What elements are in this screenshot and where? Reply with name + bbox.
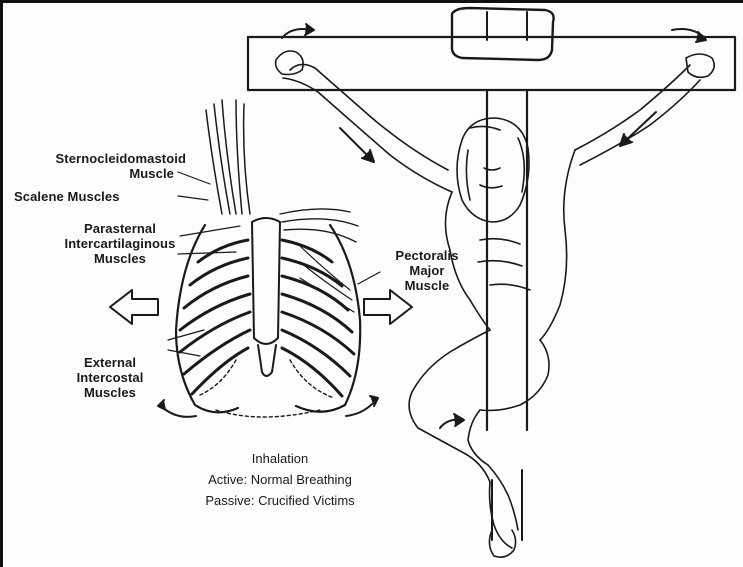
expansion-arrows — [110, 290, 412, 324]
caption-passive: Passive: Crucified Victims — [160, 490, 400, 511]
label-sternocleidomastoid-line1: Sternocleidomastoid — [6, 151, 186, 166]
figure-motion-arrows — [282, 24, 706, 428]
caption-active: Active: Normal Breathing — [160, 469, 400, 490]
caption-title: Inhalation — [160, 448, 400, 469]
label-external-line2: Intercostal — [50, 370, 170, 385]
label-sternocleidomastoid: Sternocleidomastoid Muscle — [6, 151, 186, 181]
label-pectoralis-line2: Major — [372, 263, 482, 278]
label-pectoralis-line1: Pectoralis — [372, 248, 482, 263]
label-pectoralis-line3: Muscle — [372, 278, 482, 293]
hollow-arrow-left-icon — [110, 290, 158, 324]
hollow-arrow-right-icon — [364, 290, 412, 324]
label-parasternal-line2: Intercartilaginous — [50, 236, 190, 251]
label-sternocleidomastoid-line2: Muscle — [6, 166, 186, 181]
label-parasternal-line1: Parasternal — [50, 221, 190, 236]
label-scalene: Scalene Muscles — [14, 189, 120, 204]
label-pectoralis: Pectoralis Major Muscle — [372, 248, 482, 293]
label-parasternal-line3: Muscles — [50, 251, 190, 266]
label-external-line1: External — [50, 355, 170, 370]
label-external-intercostal: External Intercostal Muscles — [50, 355, 170, 400]
inhalation-caption: Inhalation Active: Normal Breathing Pass… — [160, 448, 400, 511]
label-external-line3: Muscles — [50, 385, 170, 400]
titulus-plaque — [452, 8, 554, 60]
label-parasternal: Parasternal Intercartilaginous Muscles — [50, 221, 190, 266]
rib-cage — [176, 100, 360, 417]
